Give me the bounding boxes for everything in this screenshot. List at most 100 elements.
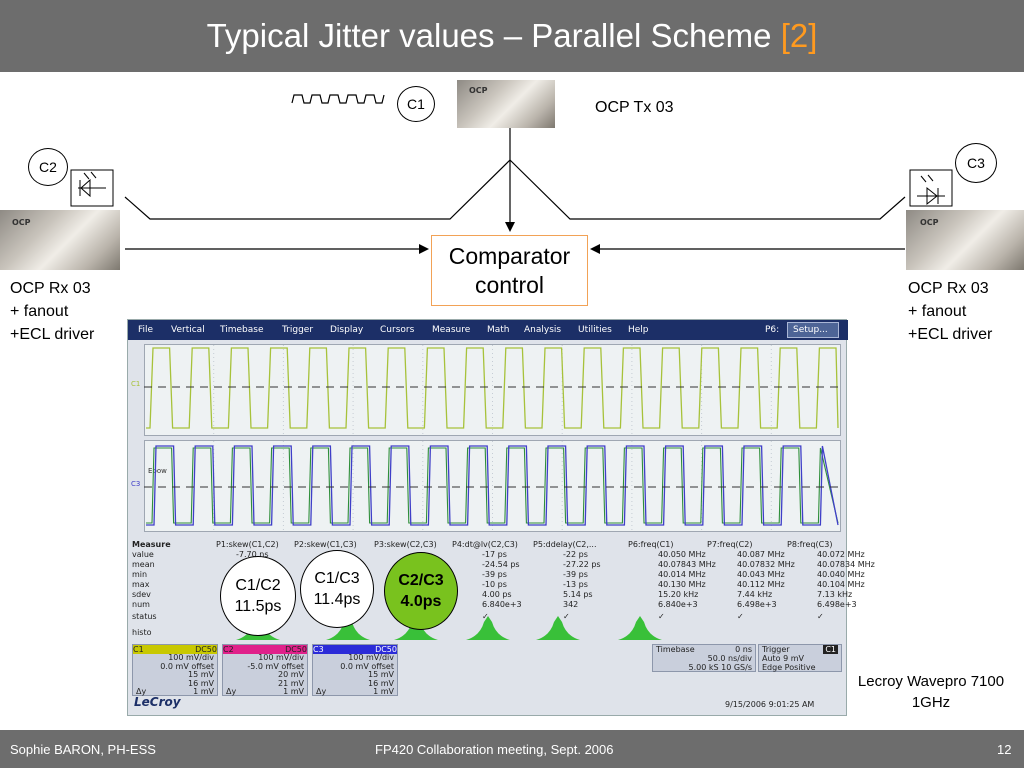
ocp-rx-left-line1: OCP Rx 03 xyxy=(10,280,91,297)
measure-cell: 6.498e+3 xyxy=(817,600,857,609)
channel-c1-row: 0.0 mV offset xyxy=(160,661,214,671)
measure-column-header: P1:skew(C1,C2) xyxy=(216,540,279,549)
histogram-peak xyxy=(618,616,662,640)
scope-menu-trigger[interactable]: Trigger xyxy=(282,325,314,335)
measure-cell: ✓ xyxy=(817,612,824,621)
measure-column-header: P6:freq(C1) xyxy=(628,540,674,549)
scope-menu-measure[interactable]: Measure xyxy=(432,325,471,335)
scope-menu-analysis[interactable]: Analysis xyxy=(524,325,562,335)
scope-marker-c3: C3 xyxy=(131,480,141,488)
scope-menu-cursors[interactable]: Cursors xyxy=(380,325,415,335)
ocp-tx-photo-tag: OCP xyxy=(469,86,488,95)
scope-menu-help[interactable]: Help xyxy=(628,325,649,335)
ocp-rx-left-line3: +ECL driver xyxy=(10,326,95,343)
result-c2-c3-bubble: C2/C3 4.0ps xyxy=(384,552,458,630)
footer-page-number: 12 xyxy=(997,742,1012,757)
channel-c3-dy-label: Δy xyxy=(316,687,327,697)
ocp-rx-right-photo-tag: OCP xyxy=(920,218,939,227)
ocp-rx-left-photo-tag: OCP xyxy=(12,218,31,227)
histogram-peak xyxy=(326,616,370,640)
scope-menu-display[interactable]: Display xyxy=(330,325,364,335)
channel-c1-dy-label: Δy xyxy=(136,687,147,697)
instrument-caption: Lecroy Wavepro 7100 1GHz xyxy=(846,671,1016,713)
scope-marker-c1: C1 xyxy=(131,380,141,388)
scope-menu-utilities[interactable]: Utilities xyxy=(578,325,612,335)
footer-event: FP420 Collaboration meeting, Sept. 2006 xyxy=(375,742,614,757)
channel-c3-row: 15 mV xyxy=(368,670,394,680)
slide-footer: Sophie BARON, PH-ESS FP420 Collaboration… xyxy=(0,730,1024,768)
measure-cell: 4.00 ps xyxy=(482,590,512,599)
result-c1-c3-bubble: C1/C3 11.4ps xyxy=(300,550,374,628)
scope-edge-marker: Ebow xyxy=(148,467,167,475)
result-pair: C2/C3 xyxy=(398,572,444,589)
measure-column-header: P7:freq(C2) xyxy=(707,540,753,549)
ocp-rx-left-photo: OCP xyxy=(0,210,120,270)
result-c1-c2-bubble: C1/C2 11.5ps xyxy=(220,556,296,636)
trace-c3 xyxy=(146,445,839,526)
measure-row-label: mean xyxy=(132,560,155,569)
measure-cell: 40.07843 MHz xyxy=(658,560,716,569)
ocp-tx-photo: OCP xyxy=(457,80,555,128)
lecroy-logo: LeCroy xyxy=(134,695,181,709)
slide-title: Typical Jitter values – Parallel Scheme … xyxy=(207,17,818,55)
ocp-rx-right-line3: +ECL driver xyxy=(908,326,993,343)
comparator-line2: control xyxy=(474,271,545,298)
measure-cell: 40.072 MHz xyxy=(817,550,865,559)
channel-c1-marker: C1 xyxy=(397,86,435,122)
trace-c1 xyxy=(146,347,839,429)
measure-cell: -22 ps xyxy=(563,550,588,559)
result-value: 4.0ps xyxy=(400,593,442,610)
measure-column-header: P5:ddelay(C2,... xyxy=(533,540,597,549)
scope-menu-file[interactable]: File xyxy=(138,325,154,335)
result-value: 11.5ps xyxy=(234,598,282,615)
channel-c2-dy-label: Δy xyxy=(226,687,237,697)
measure-cell: 40.104 MHz xyxy=(817,580,865,589)
measure-cell: 40.130 MHz xyxy=(658,580,706,589)
channel-c3-row: 16 mV xyxy=(368,678,394,688)
scope-gridlines xyxy=(213,345,772,531)
scope-menu-vertical[interactable]: Vertical xyxy=(171,325,205,335)
scope-setup-button[interactable]: Setup... xyxy=(787,322,839,338)
ocp-rx-left-line2: + fanout xyxy=(10,303,69,320)
measure-column-header: P4:dt@lv(C2,C3) xyxy=(452,540,518,549)
arrow-right-icon xyxy=(419,244,429,254)
channel-c2-box: C2 DC50 100 mV/div -5.0 mV offset 20 mV … xyxy=(222,644,308,696)
channel-c2-row: 20 mV xyxy=(278,670,304,680)
scope-menu-timebase[interactable]: Timebase xyxy=(220,325,264,335)
channel-c1-row: 15 mV xyxy=(188,670,214,680)
scope-menu-math[interactable]: Math xyxy=(487,325,510,335)
timebase-row: 5.00 kS 10 GS/s xyxy=(688,663,752,672)
trigger-tag: C1 xyxy=(823,645,838,654)
measure-cell: 6.840e+3 xyxy=(658,600,698,609)
scope-menubar: File Vertical Timebase Trigger Display C… xyxy=(128,320,848,340)
slide-title-main: Typical Jitter values – Parallel Scheme xyxy=(206,17,781,54)
channel-c3-marker: C3 xyxy=(955,143,997,183)
ocp-rx-right-line2: + fanout xyxy=(908,303,967,320)
measure-cell: 6.498e+3 xyxy=(737,600,777,609)
measure-row-label: num xyxy=(132,600,150,609)
timebase-value: 0 ns xyxy=(735,645,752,654)
arrow-down-icon xyxy=(505,222,515,232)
comparator-line1: Comparator xyxy=(448,242,571,269)
channel-c3-box: C3 DC50 100 mV/div 0.0 mV offset 15 mV 1… xyxy=(312,644,398,696)
measure-cell: 5.14 ps xyxy=(563,590,593,599)
measure-cell: ✓ xyxy=(737,612,744,621)
measure-cell: 7.13 kHz xyxy=(817,590,853,599)
channel-c1-row: 1 mV xyxy=(193,687,214,697)
trigger-row: Edge Positive xyxy=(762,663,816,672)
measure-row-label: histo xyxy=(132,628,152,637)
timebase-row: 50.0 ns/div xyxy=(707,654,752,663)
histogram-peaks xyxy=(236,616,662,640)
instrument-line2: 1GHz xyxy=(911,694,951,711)
measure-cell: ✓ xyxy=(563,612,570,621)
channel-c1-row: 100 mV/div xyxy=(168,653,214,662)
tx-right-branch xyxy=(509,159,906,220)
trace-c2 xyxy=(146,447,839,524)
measure-cell: ✓ xyxy=(658,612,665,621)
measure-cell: 342 xyxy=(563,600,579,609)
measure-cell: 15.20 kHz xyxy=(658,590,699,599)
measure-cell: 6.840e+3 xyxy=(482,600,522,609)
